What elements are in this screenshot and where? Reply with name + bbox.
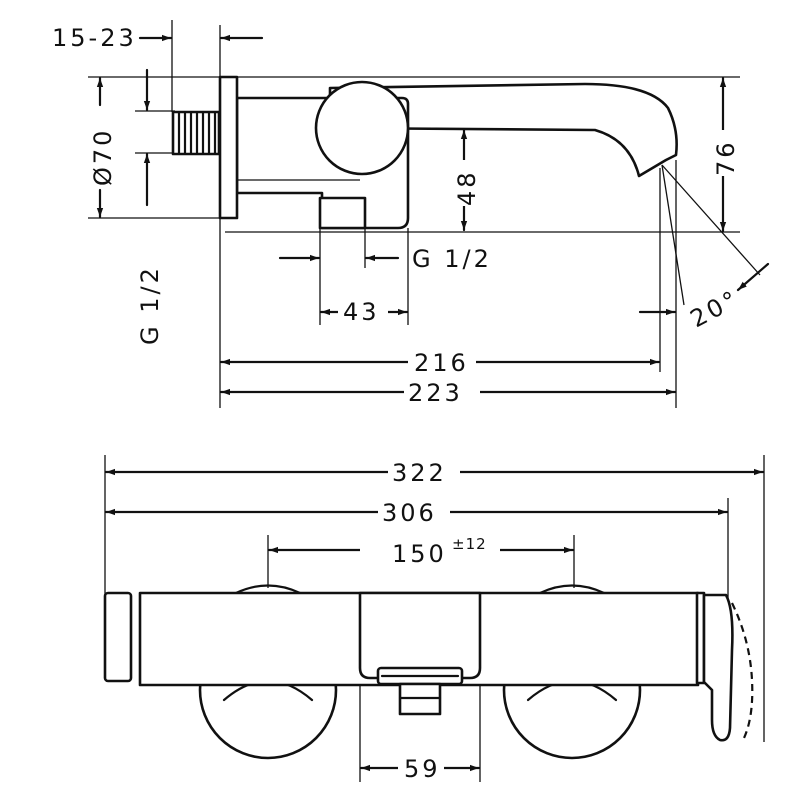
eccentric-arc-left [234,584,302,595]
dim-projection-inner-label: 216 [414,349,469,377]
dim-overall-height-label: 76 [712,139,740,176]
angle-ray-2 [661,164,685,306]
front-handle-cap [103,591,133,683]
angle-ray-1 [661,164,761,276]
dim-angle-arrow-right [736,262,770,292]
dim-outlet-height-label: 48 [453,169,481,206]
dim-thread-left-label: G 1/2 [136,265,164,345]
thread-lines [177,111,217,155]
dim-thread-bottom-label: G 1/2 [412,245,492,273]
center-outlet-housing [358,591,482,680]
handle-knob [314,80,410,176]
dim-overall-width-label: 322 [392,459,447,487]
dim-spout-angle-label: 20° [686,284,745,333]
wall-plate [218,75,239,220]
dim-body-width-label: 306 [382,499,437,527]
dim-outlet-width-label: 59 [404,755,441,783]
spout [328,82,678,178]
dim-connector-width-label: 43 [343,298,380,326]
side-view: 15-23 Ø70 G 1/2 48 76 G 1/2 43 216 223 [52,20,770,408]
eccentric-arc-right [538,584,606,595]
dim-wall-offset-label: 15-23 [52,24,137,52]
front-view: 322 306 150 ±12 59 [103,455,765,783]
dim-projection-outer-label: 223 [408,379,463,407]
dim-center-distance-label: 150 [392,540,447,568]
front-spout-lever [702,593,734,742]
outlet-connector [318,196,367,230]
dim-center-tolerance-label: ±12 [452,535,487,553]
dim-pipe-diameter-label: Ø70 [89,128,117,186]
water-stream [731,602,754,743]
